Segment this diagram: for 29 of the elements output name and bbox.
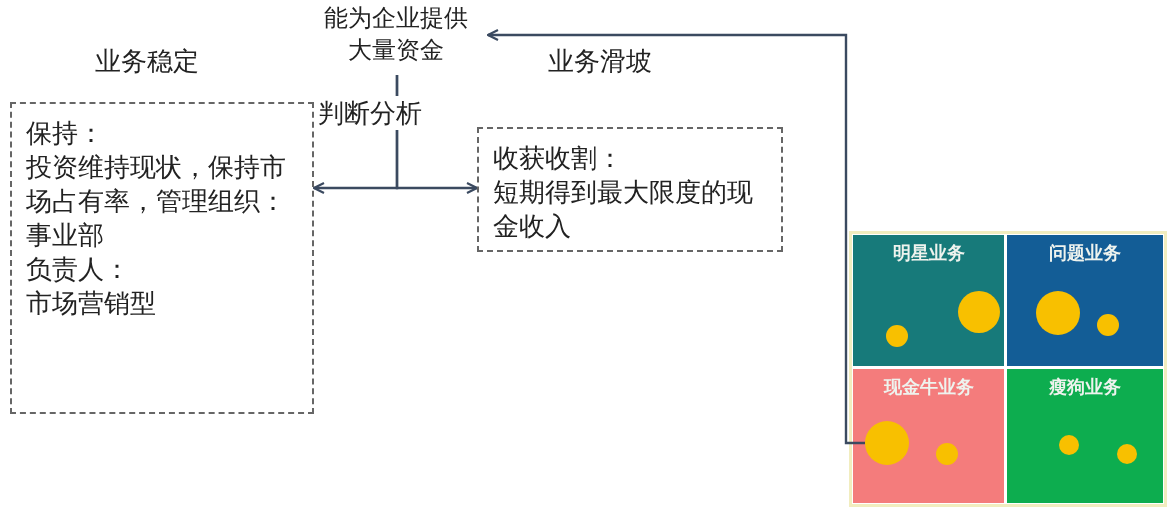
circle-bubble <box>1059 435 1079 455</box>
dashed-text-box <box>10 102 314 414</box>
annotation-label: 判断分析 <box>318 96 422 130</box>
box-text: 短期得到最大限度的现金收入 <box>493 176 754 243</box>
box-text: 负责人： <box>26 253 131 286</box>
matrix-quadrant <box>853 369 1004 503</box>
circle-bubble <box>1097 314 1119 336</box>
circle-bubble <box>936 443 958 465</box>
box-text: 投资维持现状，保持市场占有率，管理组织： <box>26 151 287 218</box>
quadrant-title: 明星业务 <box>892 241 965 265</box>
box-text: 市场营销型 <box>26 287 157 320</box>
box-text: 保持： <box>26 117 105 150</box>
quadrant-title: 瘦狗业务 <box>1049 375 1121 399</box>
arrow <box>486 28 865 445</box>
matrix-quadrant <box>1007 369 1163 503</box>
box-text: 事业部 <box>26 219 105 252</box>
circle-bubble <box>1036 291 1080 335</box>
node-text: 能为企业提供大量资金 <box>323 3 469 66</box>
quadrant-title: 现金牛业务 <box>883 375 974 399</box>
dashed-text-box <box>477 127 783 252</box>
box-text: 收获收割： <box>493 142 624 175</box>
quadrant-title: 问题业务 <box>1049 241 1121 265</box>
matrix-quadrant <box>853 235 1004 366</box>
circle-bubble <box>886 325 908 347</box>
circle-bubble <box>865 421 909 465</box>
circle-bubble <box>1117 444 1137 464</box>
circle-bubble <box>958 291 1000 333</box>
arrow <box>395 75 479 195</box>
matrix-quadrant <box>1007 235 1163 366</box>
